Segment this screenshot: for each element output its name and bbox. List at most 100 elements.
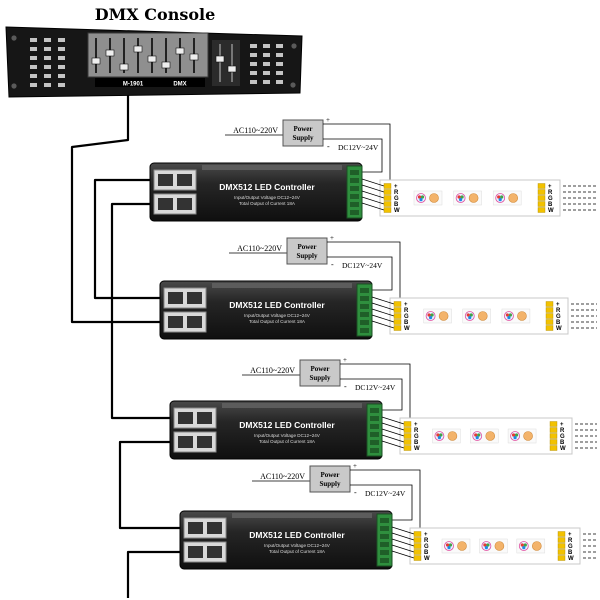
dmx-cable	[118, 440, 180, 530]
console-button	[58, 65, 65, 69]
warm-white-led	[494, 541, 505, 551]
controller-name: DMX512 LED Controller	[219, 182, 315, 192]
rgb-led-blue	[498, 198, 502, 202]
dmx-cable	[126, 550, 180, 598]
strip-pin-label: +	[556, 302, 560, 308]
minus-sign: -	[331, 260, 334, 269]
strip-pad	[413, 543, 422, 549]
power-supply-label: Supply	[309, 374, 331, 382]
terminal-screw	[380, 526, 389, 531]
rgb-led-blue	[507, 316, 511, 320]
output-wire	[361, 184, 385, 193]
warm-white-led	[468, 193, 479, 203]
power-supply-box	[282, 119, 324, 147]
console-button	[250, 62, 257, 66]
strip-pad	[383, 189, 392, 195]
terminal-screw	[380, 550, 389, 555]
rgb-led-red	[417, 195, 422, 199]
strip-pin-label: B	[560, 440, 565, 446]
strip-pad	[549, 421, 558, 427]
strip-pad	[545, 325, 554, 331]
console-button	[250, 44, 257, 48]
output-wire	[371, 320, 395, 329]
terminal-screw	[370, 416, 379, 421]
strip-pad	[557, 555, 566, 561]
controller-name: DMX512 LED Controller	[249, 530, 345, 540]
rgb-led-green	[439, 433, 443, 437]
strip-pin-label: G	[414, 434, 419, 440]
strip-pin-label: W	[394, 208, 400, 214]
dmx-cable	[70, 95, 160, 324]
rgb-led-red	[505, 313, 510, 317]
rj45-port	[197, 436, 212, 448]
rack-mount-hole	[11, 35, 17, 41]
strip-pad	[403, 433, 412, 439]
console-button	[44, 65, 51, 69]
rj45-port	[187, 292, 202, 304]
output-wire	[391, 550, 415, 559]
console-button	[276, 53, 283, 57]
strip-pin-label: +	[424, 532, 428, 538]
fader-knob	[161, 61, 171, 69]
strip-pin-label: W	[568, 556, 574, 562]
controller-name: DMX512 LED Controller	[229, 300, 325, 310]
rgb-led-blue	[484, 546, 488, 550]
strip-pin-label: B	[404, 320, 409, 326]
controller-voltage-spec: Input/Output Voltage DC12~24V	[234, 195, 301, 200]
master-fader-panel	[212, 40, 240, 86]
terminal-screw	[360, 312, 369, 317]
terminal-screw	[350, 178, 359, 183]
strip-pin-label: G	[424, 544, 429, 550]
rgb-led-green	[477, 433, 481, 437]
rgb-led-green	[523, 543, 527, 547]
output-wire	[361, 178, 385, 187]
fader-knob	[133, 45, 143, 53]
console-button	[250, 53, 257, 57]
console-button	[58, 47, 65, 51]
strip-pin-label: G	[394, 196, 399, 202]
rgb-led-red	[483, 543, 487, 547]
controller-top-edge	[232, 513, 372, 518]
strip-pin-label: +	[394, 184, 398, 190]
strip-pad	[413, 531, 422, 537]
warm-white-led	[477, 311, 488, 321]
positive-wire	[327, 241, 401, 304]
strip-pad	[557, 537, 566, 543]
warm-white-led	[447, 431, 458, 441]
negative-wire	[350, 484, 413, 521]
terminal-screw	[360, 288, 369, 293]
power-supply-label: Power	[310, 365, 329, 373]
strip-pin-label: +	[548, 184, 552, 190]
output-wire	[361, 202, 385, 211]
console-button	[263, 80, 270, 84]
console-button	[30, 65, 37, 69]
warm-white-led	[429, 193, 439, 203]
rj45-port	[207, 522, 222, 534]
output-wire	[371, 302, 395, 311]
power-supply-label: Supply	[319, 480, 341, 488]
strip-pad	[393, 325, 402, 331]
strip-pad	[549, 445, 558, 451]
power-supply-label: Power	[297, 243, 316, 251]
strip-pad	[545, 307, 554, 313]
ac-input-label: AC110~220V	[260, 472, 305, 481]
rj45-port	[197, 412, 212, 424]
warm-white-led	[485, 431, 496, 441]
master-fader-knob	[215, 55, 225, 63]
controller-current-spec: Total Output of Current 18A	[249, 319, 306, 324]
strip-pad	[557, 543, 566, 549]
controller-voltage-spec: Input/Output Voltage DC12~24V	[244, 313, 311, 318]
rack-mount-hole	[290, 82, 296, 88]
console-button	[250, 71, 257, 75]
strip-pad	[557, 549, 566, 555]
strip-pad	[545, 301, 554, 307]
terminal-screw	[370, 440, 379, 445]
negative-wire	[340, 378, 403, 411]
console-button	[263, 53, 270, 57]
rgb-led-blue	[468, 316, 472, 320]
strip-pin-label: W	[560, 446, 566, 452]
